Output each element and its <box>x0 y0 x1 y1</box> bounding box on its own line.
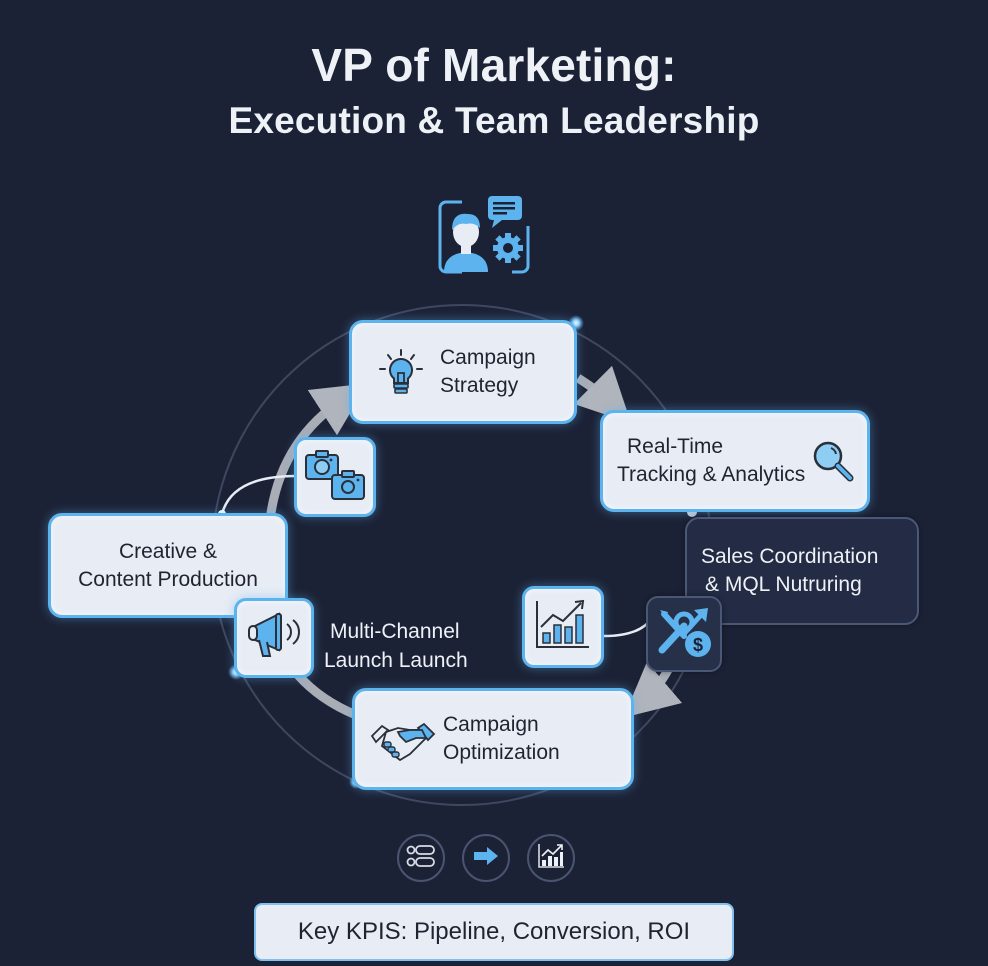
node-real-time-tracking[interactable]: Real-Time Tracking & Analytics <box>600 410 870 512</box>
camera-icon <box>304 447 366 508</box>
node-label-line2: & MQL Nutruring <box>705 573 862 596</box>
page-title: VP of Marketing: <box>311 39 677 91</box>
node-label-line2: Strategy <box>440 374 519 397</box>
node-label-line1: Sales Coordination <box>701 545 879 568</box>
node-label-line1: Real-Time <box>627 435 724 458</box>
kpi-summary: Key KPIS: Pipeline, Conversion, ROI <box>254 903 734 961</box>
node-label-line1: Campaign <box>443 713 539 736</box>
node-sales-coordination[interactable]: Sales Coordination & MQL Nutruring <box>685 517 919 625</box>
bar-chart-tile[interactable] <box>522 586 604 668</box>
tools-dollar-icon: $ <box>654 604 714 665</box>
node-campaign-strategy[interactable]: Campaign Strategy <box>349 320 577 424</box>
node-label-line1: Multi-Channel <box>330 620 460 643</box>
bar-chart-growth-icon <box>533 597 593 658</box>
kpi-text: Key KPIS: Pipeline, Conversion, ROI <box>297 918 691 945</box>
arrow-right-icon <box>472 846 500 871</box>
megaphone-tile[interactable] <box>234 598 314 678</box>
toggle-list-button[interactable] <box>397 834 445 882</box>
tools-dollar-tile[interactable]: $ <box>646 596 722 672</box>
node-label-line2: Content Production <box>78 567 258 591</box>
node-label-line2: Launch Launch <box>324 649 468 672</box>
megaphone-icon <box>243 610 305 667</box>
node-label-line1: Campaign <box>440 346 536 369</box>
lightbulb-icon <box>352 347 436 397</box>
camera-tile[interactable] <box>294 437 376 517</box>
node-label-line1: Creative & <box>118 539 218 563</box>
page-subtitle: Execution & Team Leadership <box>228 100 760 141</box>
manager-chat-gear-icon <box>436 192 536 278</box>
toggle-list-icon <box>406 844 436 873</box>
node-label-line2: Optimization <box>443 741 560 764</box>
node-multi-channel-launch[interactable]: Multi-Channel Launch Launch <box>324 617 468 675</box>
next-arrow-button[interactable] <box>462 834 510 882</box>
growth-chart-button[interactable] <box>527 834 575 882</box>
growth-chart-icon <box>536 842 566 875</box>
svg-text:$: $ <box>693 635 703 655</box>
handshake-icon <box>355 716 443 762</box>
node-label-line2: Tracking & Analytics <box>617 463 806 486</box>
node-campaign-optimization[interactable]: Campaign Optimization <box>352 688 634 790</box>
magnifier-icon <box>811 439 855 483</box>
